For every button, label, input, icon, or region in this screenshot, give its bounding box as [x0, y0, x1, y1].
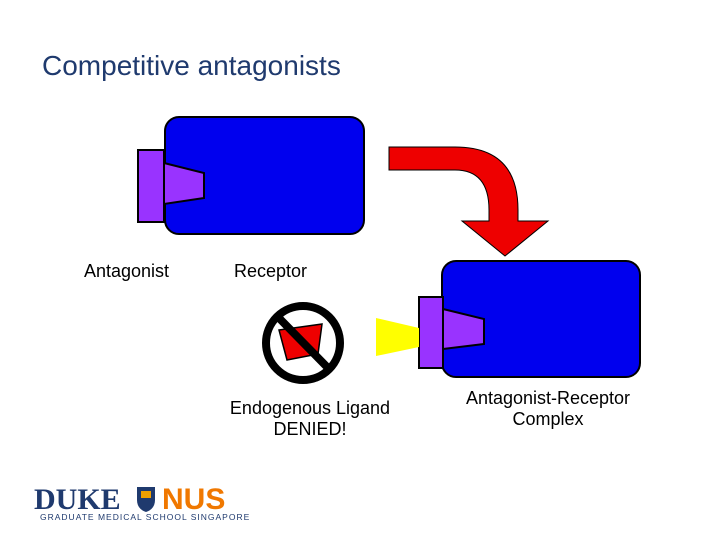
- prohibition-ring: [262, 302, 344, 384]
- crest-icon: [137, 487, 155, 512]
- complex-antagonist-wedge: [442, 307, 485, 351]
- complex-antagonist-block: [418, 296, 444, 369]
- curved-arrow: [388, 146, 550, 257]
- slide-title: Competitive antagonists: [42, 50, 341, 81]
- denied-sign: [262, 302, 344, 384]
- prohibition-slash: [275, 314, 332, 372]
- logo-left-word: DUKE: [34, 483, 121, 514]
- antagonist-label: Antagonist: [84, 261, 170, 281]
- antagonist-wedge: [163, 161, 205, 206]
- receptor-label: Receptor: [234, 261, 308, 281]
- duke-nus-logo: DUKE NUS: [34, 483, 225, 514]
- endogenous-ligand-label: Endogenous Ligand DENIED!: [229, 398, 391, 439]
- antagonist-block: [137, 149, 165, 223]
- logo-right-word: NUS: [162, 483, 225, 514]
- logo-tagline: GRADUATE MEDICAL SCHOOL SINGAPORE: [40, 512, 251, 522]
- endogenous-ligand-wedge: [376, 318, 419, 356]
- complex-label: Antagonist-Receptor Complex: [465, 388, 631, 429]
